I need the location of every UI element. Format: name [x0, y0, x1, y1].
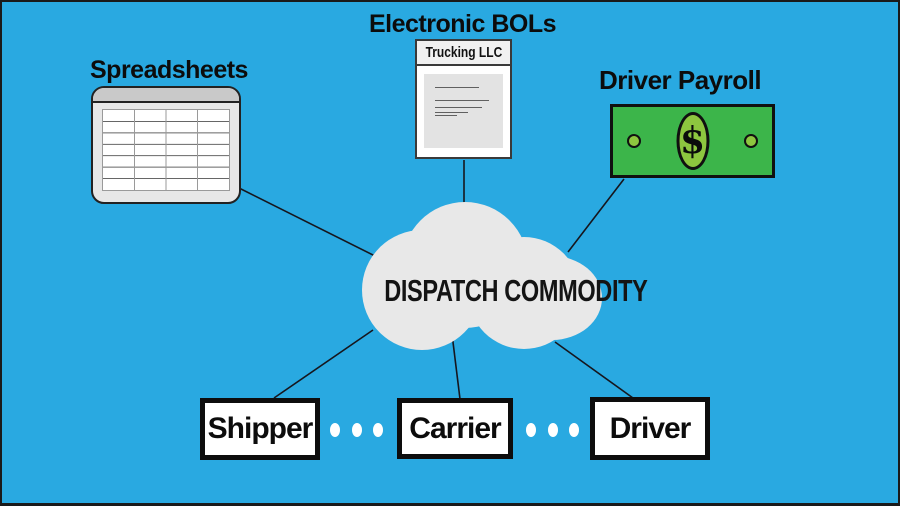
- document-text-line: [435, 100, 489, 101]
- ellipsis-dot: [548, 423, 558, 437]
- spreadsheet-grid-icon: [91, 86, 241, 204]
- cloud-shape: [362, 202, 602, 350]
- driver-box: Driver: [590, 397, 710, 460]
- document-titlebar: Trucking LLC: [417, 41, 510, 66]
- dollar-bill-icon: $: [610, 104, 775, 178]
- connector-cloud-carrier: [451, 333, 461, 400]
- document-text-line: [435, 107, 483, 108]
- bill-right-seal: [744, 134, 758, 148]
- spreadsheet-titlebar: [93, 88, 239, 103]
- driver-payroll-label: Driver Payroll: [599, 65, 762, 95]
- connector-lines: [238, 160, 634, 400]
- document-title: Trucking LLC: [425, 44, 502, 61]
- connector-cloud-shipper: [273, 329, 374, 399]
- connector-spreadsheets-cloud: [238, 187, 376, 257]
- document-body: [424, 74, 503, 148]
- ellipsis-dot: [526, 423, 536, 437]
- ellipsis-dot: [569, 423, 579, 437]
- document-icon: Trucking LLC: [415, 39, 512, 159]
- cloud-title: DISPATCH COMMODITY: [384, 273, 648, 308]
- carrier-box: Carrier: [397, 398, 513, 459]
- ellipsis-dot: [373, 423, 383, 437]
- document-text-line: [435, 115, 458, 116]
- connector-payroll-cloud: [567, 178, 625, 253]
- document-text-line: [435, 112, 469, 113]
- electronic-bols-label: Electronic BOLs: [369, 10, 557, 38]
- document-text-line: [435, 87, 480, 88]
- spreadsheet-cells: [102, 109, 230, 191]
- bill-left-seal: [627, 134, 641, 148]
- shipper-box: Shipper: [200, 398, 320, 460]
- ellipsis-dot: [352, 423, 362, 437]
- ellipsis-dot: [330, 423, 340, 437]
- dollar-sign-icon: $: [676, 112, 709, 170]
- connector-cloud-driver: [554, 341, 634, 399]
- spreadsheets-label: Spreadsheets: [90, 56, 248, 84]
